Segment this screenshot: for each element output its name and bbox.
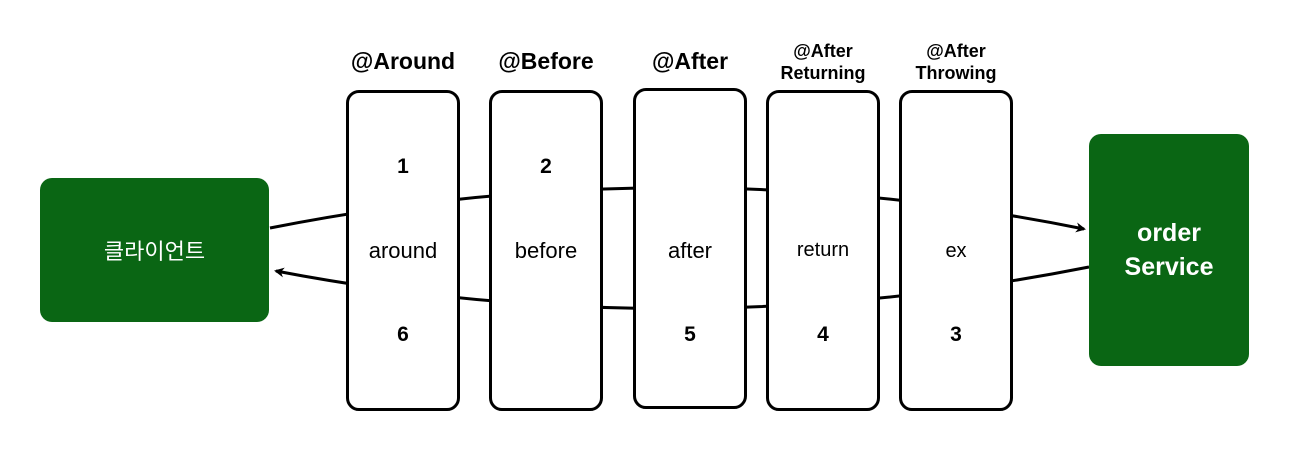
order-service-node: order Service [1089,134,1249,366]
advice-box-after [633,88,747,409]
advice-title-after-returning: @After Returning [753,40,893,84]
step-number: 6 [397,323,409,346]
advice-box-around [346,90,460,411]
advice-title-line2: Returning [780,63,866,83]
advice-title-line1: @After [793,41,853,61]
advice-title-around: @Around [350,48,456,74]
advice-title-before: @Before [498,48,594,74]
advice-label-after: after [667,238,713,263]
advice-label-before: before [514,238,578,263]
step-number: 1 [397,155,409,178]
step-number: 2 [540,155,552,178]
advice-label-return: return [796,239,850,261]
step-number: 5 [684,323,696,346]
advice-box-after-throwing [899,90,1013,411]
step-number: 4 [817,323,829,346]
advice-box-before [489,90,603,411]
advice-title-after-throwing: @After Throwing [886,40,1026,84]
advice-title-line1: @After [926,41,986,61]
advice-title-after: @After [651,48,729,74]
advice-title-line2: Throwing [915,63,997,83]
service-label-line2: Service [1124,253,1214,281]
client-label: 클라이언트 [103,239,206,264]
advice-box-after-returning [766,90,880,411]
client-node: 클라이언트 [40,178,269,322]
service-label-line1: order [1137,219,1201,247]
advice-label-ex: ex [945,240,967,262]
advice-label-around: around [368,238,438,263]
step-number: 3 [950,323,962,346]
